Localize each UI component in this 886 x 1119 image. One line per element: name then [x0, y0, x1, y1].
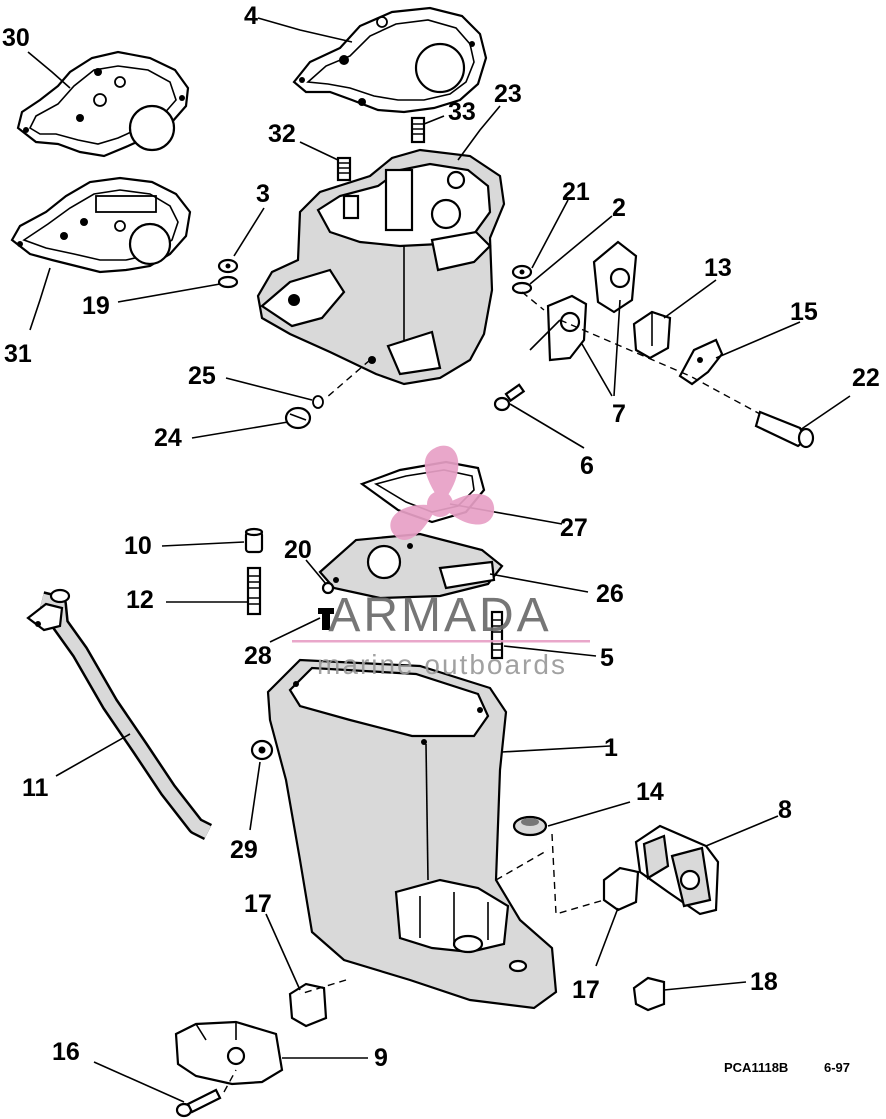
label-30: 30 [2, 24, 30, 52]
mount-cover-9 [174, 1020, 284, 1086]
label-28: 28 [244, 642, 272, 670]
label-31: 31 [4, 340, 32, 368]
nut-21 [511, 264, 533, 280]
o-ring-25 [312, 395, 324, 409]
label-11: 11 [22, 774, 49, 802]
plug-24 [284, 406, 312, 430]
grommet-29 [250, 739, 274, 761]
rubber-mount-17-left [288, 982, 328, 1028]
gasket-31 [10, 176, 192, 274]
label-2: 2 [612, 194, 626, 222]
lower-mount-8 [634, 824, 720, 916]
dowel-pin-10 [244, 527, 264, 554]
watermark-tagline: marine outboards [317, 649, 567, 680]
bolt-22 [754, 410, 815, 449]
label-6: 6 [580, 452, 594, 480]
water-tube-11 [26, 588, 213, 841]
rubber-18 [632, 976, 666, 1012]
label-29: 29 [230, 836, 258, 864]
screw-6 [493, 383, 526, 412]
label-22: 22 [852, 364, 880, 392]
washer-2 [511, 281, 533, 295]
label-14: 14 [636, 778, 664, 806]
watermark-brand: ARMADA [328, 589, 551, 642]
stud-32 [336, 156, 352, 182]
propeller-logo [390, 445, 495, 540]
gasket-4 [292, 6, 488, 114]
adapter-housing-23 [256, 148, 506, 386]
label-23: 23 [494, 80, 522, 108]
label-1: 1 [604, 734, 618, 762]
screw-28 [318, 608, 334, 630]
label-26: 26 [596, 580, 624, 608]
label-25: 25 [188, 362, 216, 390]
label-8: 8 [778, 796, 792, 824]
label-13: 13 [704, 254, 732, 282]
leader-lines [27, 17, 851, 1103]
rubber-mount-17-right [602, 866, 640, 912]
reference-code: PCA1118B [724, 1060, 788, 1075]
label-18: 18 [750, 968, 778, 996]
mount-7 [529, 240, 638, 362]
label-12: 12 [126, 586, 154, 614]
label-19: 19 [82, 292, 110, 320]
label-5: 5 [600, 644, 614, 672]
assembly-lines [223, 291, 761, 1093]
label-9: 9 [374, 1044, 388, 1072]
exhaust-housing-1 [266, 658, 558, 1010]
watermark-underline [292, 640, 590, 643]
label-17-left: 17 [244, 890, 272, 918]
gasket-30 [16, 50, 190, 158]
callout-labels: 4 30 23 33 32 3 21 2 13 19 15 31 25 22 7… [2, 2, 880, 1072]
washer-19 [217, 275, 239, 289]
label-33: 33 [448, 98, 476, 126]
nut-3 [217, 258, 239, 274]
label-32: 32 [268, 120, 296, 148]
grommet-14 [512, 815, 548, 837]
label-20: 20 [284, 536, 312, 564]
screw-16 [175, 1088, 222, 1118]
label-15: 15 [790, 298, 818, 326]
label-4: 4 [244, 2, 258, 30]
plate-26 [318, 532, 504, 600]
bracket-15 [678, 338, 724, 386]
stud-5 [490, 610, 504, 660]
armada-watermark: ARMADA marine outboards [292, 445, 590, 680]
label-16: 16 [52, 1038, 80, 1066]
stud-12 [246, 566, 262, 616]
rubber-mount-13 [632, 310, 672, 360]
label-3: 3 [256, 180, 270, 208]
label-7: 7 [612, 400, 626, 428]
label-10: 10 [124, 532, 152, 560]
label-24: 24 [154, 424, 182, 452]
date-code: 6-97 [824, 1060, 850, 1075]
check-ball-20 [321, 581, 335, 595]
label-17-right: 17 [572, 976, 600, 1004]
label-21: 21 [562, 178, 590, 206]
stud-33 [410, 116, 426, 144]
label-27: 27 [560, 514, 588, 542]
